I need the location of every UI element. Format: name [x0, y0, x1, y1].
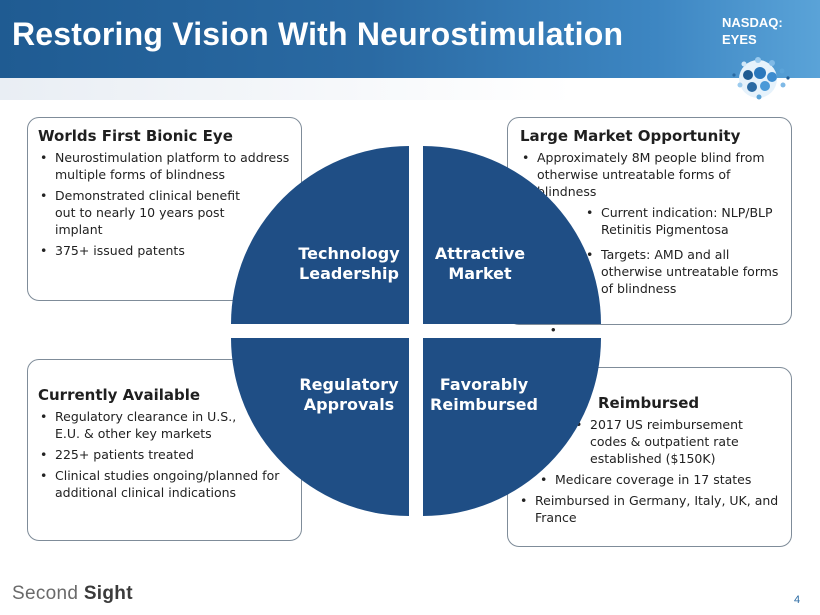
list-item: 375+ issued patents: [38, 242, 291, 259]
globe-logo-icon: [732, 57, 790, 100]
list-item: Medicare coverage in 17 states: [538, 471, 781, 488]
header-bar: Restoring Vision With Neurostimulation N…: [0, 0, 820, 100]
ticker-symbol: EYES: [722, 32, 757, 47]
reimbursed-heading: Reimbursed: [598, 394, 700, 412]
market-opportunity-list: Approximately 8M people blind from other…: [520, 149, 779, 297]
list-item: Reimbursed in Germany, Italy, UK, and Fr…: [518, 492, 781, 526]
logo-text-sight: Sight: [83, 583, 133, 604]
strategy-wheel: [231, 146, 601, 516]
company-logo: Second Sight: [12, 583, 133, 605]
list-item: Clinical studies ongoing/planned for add…: [38, 467, 291, 501]
market-opportunity-heading: Large Market Opportunity: [520, 127, 741, 145]
page-number: 4: [794, 594, 801, 606]
label-line: Attractive: [434, 244, 526, 263]
regulatory-approvals-label: Regulatory Approvals: [290, 375, 408, 415]
label-line: Technology: [298, 244, 400, 263]
ticker-label: NASDAQ: EYES: [722, 14, 783, 48]
list-item: Regulatory clearance in U.S., E.U. & oth…: [38, 408, 243, 442]
wheel-quadrant-market: [423, 146, 601, 324]
bionic-eye-heading: Worlds First Bionic Eye: [38, 127, 233, 145]
list-item: Current indication: NLP/BLP Retinitis Pi…: [584, 204, 779, 238]
label-line: Favorably: [439, 375, 529, 394]
label-line: Leadership: [299, 264, 399, 283]
attractive-market-label: Attractive Market: [420, 244, 540, 284]
list-item: Targets: AMD and all otherwise untreatab…: [584, 246, 779, 297]
list-item: Approximately 8M people blind from other…: [520, 149, 765, 200]
header-band: [0, 78, 820, 100]
wheel-quadrant-technology: [231, 146, 409, 324]
currently-available-heading: Currently Available: [38, 386, 201, 404]
wheel-quadrant-regulatory: [231, 338, 409, 516]
technology-leadership-label: Technology Leadership: [290, 244, 408, 284]
favorably-reimbursed-label: Favorably Reimbursed: [424, 375, 544, 415]
list-item: Demonstrated clinical benefit out to nea…: [38, 187, 253, 238]
wheel-quadrant-reimbursed: [423, 338, 601, 516]
label-line: Reimbursed: [430, 395, 538, 414]
label-line: Approvals: [303, 395, 395, 414]
list-item: Neurostimulation platform to address mul…: [38, 149, 291, 183]
label-line: Market: [448, 264, 512, 283]
bullet-dot: •: [551, 322, 556, 337]
list-item: 2017 US reimbursement codes & outpatient…: [573, 416, 781, 467]
list-item: 225+ patients treated: [38, 446, 291, 463]
bionic-eye-list: Neurostimulation platform to address mul…: [38, 149, 291, 259]
slide-title: Restoring Vision With Neurostimulation: [12, 16, 624, 52]
logo-text-second: Second: [12, 583, 84, 604]
reimbursed-list: 2017 US reimbursement codes & outpatient…: [518, 416, 781, 526]
label-line: Regulatory: [299, 375, 399, 394]
ticker-exchange: NASDAQ:: [722, 15, 783, 30]
currently-available-list: Regulatory clearance in U.S., E.U. & oth…: [38, 408, 291, 501]
